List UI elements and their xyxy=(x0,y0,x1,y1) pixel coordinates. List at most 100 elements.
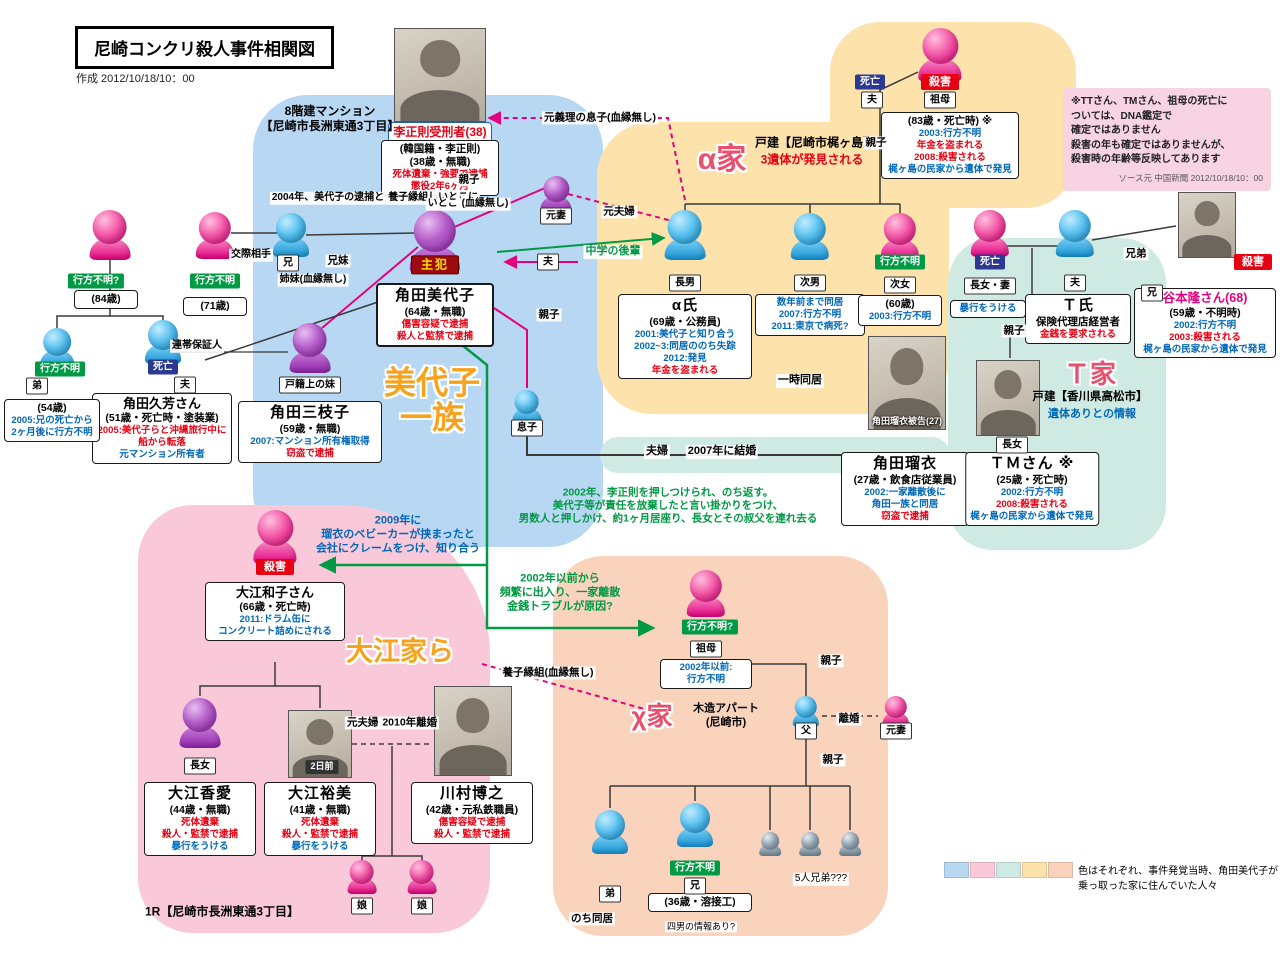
person-daughter-2 xyxy=(407,860,437,894)
badge-missing-second-daughter: 行方不明 xyxy=(875,254,925,270)
info-line: (84歳) xyxy=(91,293,121,305)
text-line: 兄妹 xyxy=(325,254,351,268)
text-line: 2007年に結婚 xyxy=(685,445,759,459)
badge-role-registered-sister: 戸籍上の妹 xyxy=(279,376,341,394)
text-line: (血縁無し) xyxy=(459,197,511,211)
person-head xyxy=(883,213,916,245)
text-keimai: 兄妹 xyxy=(325,254,351,268)
info-line: 2007:行方不明 xyxy=(778,308,842,320)
text-ichiji-doukyo: 一時同居 xyxy=(776,374,824,388)
info-line: 死体遺棄 xyxy=(180,816,219,828)
person-head xyxy=(276,213,306,243)
photo-kawamura xyxy=(434,686,512,776)
info-line: 2002年以前: xyxy=(679,662,733,673)
photo-tanimoto xyxy=(1178,192,1236,258)
person-mieko xyxy=(289,323,331,374)
text-oyako-son: 親子 xyxy=(536,308,562,322)
info-line: 2005:美代子らと沖縄旅行中に xyxy=(97,425,227,437)
info-line: 2002:行方不明 xyxy=(1173,319,1237,331)
person-oe-kanae xyxy=(179,698,221,749)
person-sibling-2 xyxy=(799,832,821,856)
text-line: 2004年、美代子の逮捕と xyxy=(269,191,387,205)
text-line: 会社にクレームをつけ、知り合う xyxy=(315,541,481,554)
text-blue-stroller: 2009年に瑠衣のベビーカーが挟まったと会社にクレームをつけ、知り合う xyxy=(316,514,480,555)
bigtext-alpha-family: α家 xyxy=(698,143,746,176)
info-line: 暴行をうける xyxy=(171,840,229,852)
badge-date-hiromi: 2日前 xyxy=(305,760,339,774)
badge-role-daughter-1: 娘 xyxy=(351,897,373,915)
text-line: 元義理の息子(血縁無し) xyxy=(542,111,658,125)
text-alpha-bodies: 3遺体が発見される xyxy=(761,153,864,168)
person-brother xyxy=(273,213,309,257)
text-oyako-tm: 親子 xyxy=(1001,324,1027,338)
text-t-house: 戸建【香川県高松市】 xyxy=(1033,390,1148,404)
badge-role-hisayoshi-husband: 夫 xyxy=(174,376,196,394)
photo-tm xyxy=(976,360,1040,436)
text-line: 8階建マンション xyxy=(284,104,376,118)
person-body xyxy=(664,238,706,261)
info-line: (64歳・無職) xyxy=(404,305,466,318)
badge-role-t-wife: 長女・妻 xyxy=(964,277,1016,295)
person-head xyxy=(922,28,958,64)
photo-rui: 角田瑠衣被告(27) xyxy=(868,336,946,430)
person-head xyxy=(841,832,859,850)
info-line: (59歳・不明時) xyxy=(1169,306,1241,319)
text-oyako-lee: 親子 xyxy=(456,173,482,187)
person-body xyxy=(677,827,713,847)
text-line: 2010年離婚 xyxy=(380,716,440,730)
text-5-siblings: 5人兄弟??? xyxy=(792,872,850,886)
person-head xyxy=(43,328,71,356)
legend-swatch-2 xyxy=(996,862,1021,878)
badge-role-daughter-2: 娘 xyxy=(411,897,433,915)
text-line: 頻繁に出入り、一家離散 xyxy=(499,586,621,599)
note-line: 殺害時の年齢等反映してあります xyxy=(1071,154,1221,165)
person-sibling-1 xyxy=(759,832,781,856)
person-body xyxy=(273,237,309,257)
info-line: 2003:行方不明 xyxy=(918,128,982,140)
text-rentai: 連帯保証人 xyxy=(170,339,224,353)
photo-lee xyxy=(394,28,486,122)
text-oyako-chi-2: 親子 xyxy=(820,753,846,767)
legend-swatch-0 xyxy=(944,862,969,878)
info-line: 大江和子さん xyxy=(235,585,314,600)
person-head xyxy=(292,323,327,357)
text-nochi-doukyo: のち同居 xyxy=(569,912,615,926)
text-line: 1R【尼崎市長洲東通3丁目】 xyxy=(144,904,300,919)
info-line: (71歳) xyxy=(200,300,230,312)
person-sibling-3 xyxy=(839,832,861,856)
info-line: 殺人・監禁で逮捕 xyxy=(161,828,238,840)
text-line: のち同居 xyxy=(569,912,615,926)
person-body xyxy=(970,236,1010,258)
info-line: (51歳・死亡時・塗装業) xyxy=(105,412,219,425)
box-second-daughter: (60歳)2003:行方不明 xyxy=(858,295,942,326)
box-t-wife-abuse: 暴行をうける xyxy=(950,300,1026,318)
badge-role-tm-eldest-daughter: 長女 xyxy=(996,436,1028,454)
person-body xyxy=(179,726,221,749)
info-line: Ｔ氏 xyxy=(1061,297,1094,314)
text-line: 美代子等が責任を放棄したと言い掛かりをつけ、 xyxy=(552,499,784,512)
person-body xyxy=(89,238,131,261)
info-line: 2008:殺害される xyxy=(996,498,1068,510)
text-line: 2002年以前から xyxy=(520,572,600,585)
photo-caption: 角田瑠衣被告(27) xyxy=(871,416,942,426)
info-line: 梶ヶ島の民家から遺体で発見 xyxy=(1143,343,1267,355)
text-shimai: 姉妹(血縁無し) xyxy=(277,273,349,287)
person-t-wife xyxy=(970,210,1010,258)
text-line: 親子 xyxy=(863,136,889,150)
info-line: 殺人と監禁で逮捕 xyxy=(396,330,473,342)
legend-text: 色はそれぞれ、事件発覚当時、角田美代子が 乗っ取った家に住んでいた人々 xyxy=(1078,864,1278,894)
person-t xyxy=(1055,210,1095,258)
page-title: 尼崎コンクリ殺人事件相関図 xyxy=(75,26,334,69)
info-line: (42歳・元私鉄職員) xyxy=(425,803,519,816)
text-wooden-apartment: 木造アパート(尼崎市) xyxy=(693,702,759,730)
person-alpha xyxy=(664,210,706,261)
text-mansion-label: 8階建マンション【尼崎市長洲東通3丁目】 xyxy=(261,104,400,134)
legend-swatch-4 xyxy=(1048,862,1073,878)
bigtext-miyoko-clan: 美代子一族 xyxy=(384,365,480,434)
info-line: 2002~3:同居ののち失踪 xyxy=(634,340,736,352)
bigtext-chi-family: χ家 xyxy=(632,702,673,730)
badge-role-husband-arrow: 夫 xyxy=(537,253,559,271)
text-line: 戸建【香川県高松市】 xyxy=(1032,390,1148,403)
